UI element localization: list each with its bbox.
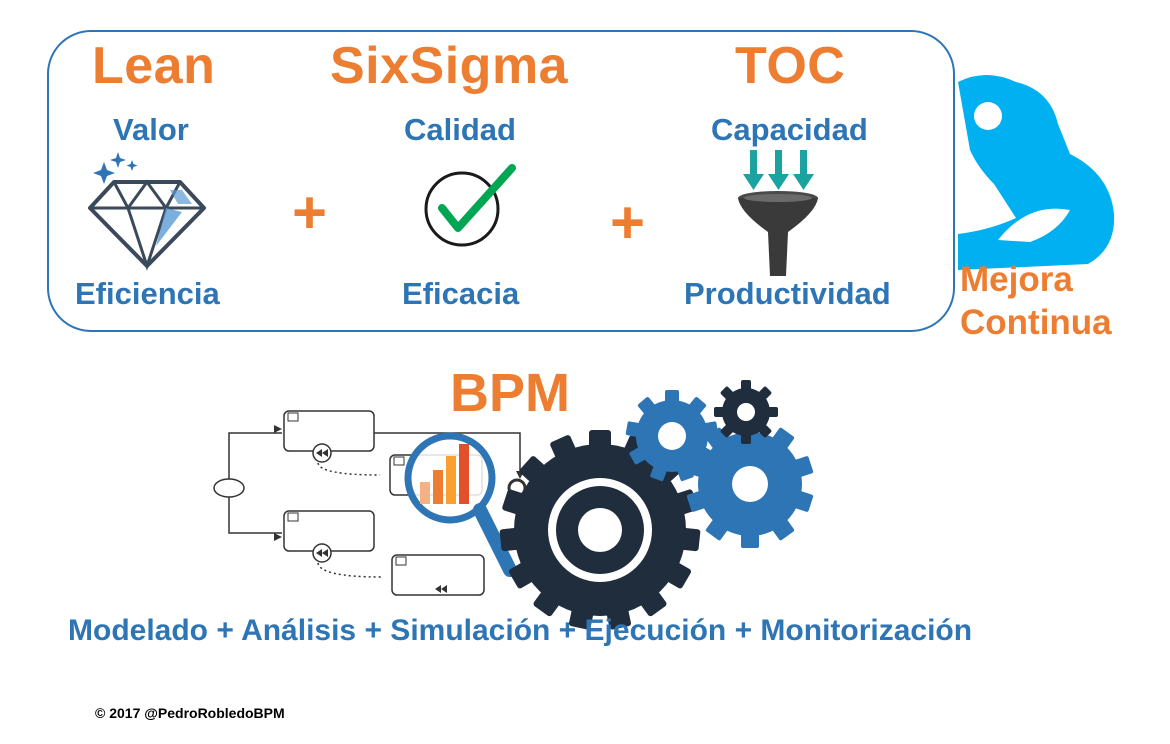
flexed-arm-icon (958, 75, 1115, 270)
plus-operator: + (292, 179, 328, 246)
copyright: © 2017 @PedroRobledoBPM (95, 705, 285, 721)
label-productividad: Productividad (684, 276, 891, 311)
label-eficiencia: Eficiencia (75, 276, 220, 311)
methods-frame (47, 30, 955, 332)
method-title-sixsigma: SixSigma (330, 37, 569, 95)
mejora-label: Mejora (960, 260, 1073, 299)
plus-operator: + (610, 189, 646, 256)
method-title-lean: Lean (92, 37, 216, 95)
checkmark-icon (424, 164, 516, 247)
label-eficacia: Eficacia (402, 276, 520, 311)
funnel-icon (738, 150, 818, 276)
bpm-title: BPM (450, 363, 570, 423)
method-title-toc: TOC (735, 37, 846, 95)
label-valor: Valor (113, 112, 189, 147)
bpm-phases-text: Modelado + Análisis + Simulación + Ejecu… (68, 614, 973, 647)
label-calidad: Calidad (404, 112, 516, 147)
gears-icon (499, 380, 814, 630)
continua-label: Continua (960, 303, 1112, 342)
magnifier-chart-icon (404, 432, 517, 577)
label-capacidad: Capacidad (711, 112, 868, 147)
diamond-icon (88, 152, 206, 271)
